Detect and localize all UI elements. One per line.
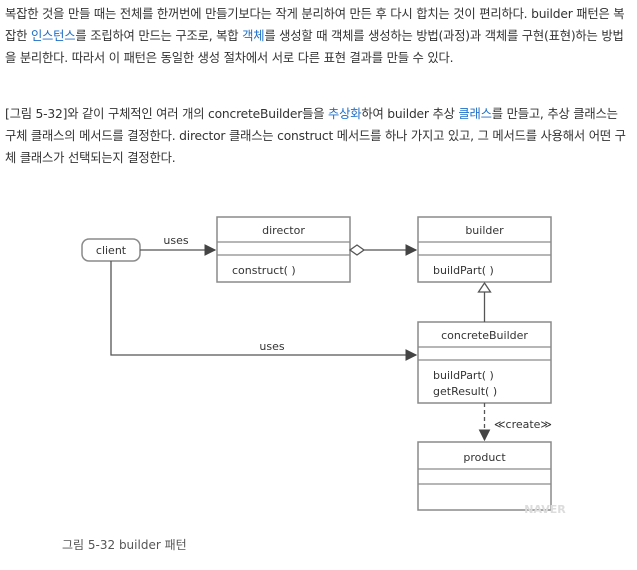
- naver-watermark: NAVER: [524, 503, 566, 516]
- builder-pattern-diagram: client director construct( ) builder bui…: [81, 216, 566, 516]
- concrete-builder-method-1: buildPart( ): [433, 369, 494, 382]
- concrete-builder-name: concreteBuilder: [441, 329, 528, 342]
- uses-label-bottom: uses: [259, 340, 284, 353]
- inheritance-triangle: [477, 281, 492, 293]
- aggregation-diamond: [348, 244, 366, 256]
- text-segment: 를 만들고, 추상 클래스는 구체 클래스의 메서드를 결정한다. direct…: [5, 107, 626, 165]
- text-segment: 를 조립하여 만드는 구조로, 복합: [75, 29, 243, 43]
- builder-method: buildPart( ): [433, 264, 494, 277]
- concrete-builder-class: concreteBuilder buildPart( ) getResult( …: [417, 321, 552, 404]
- term-link[interactable]: 클래스: [458, 107, 492, 121]
- create-label: ≪create≫: [494, 418, 552, 431]
- director-class: director construct( ): [216, 216, 351, 283]
- uses-arrow-concrete-builder: [110, 261, 418, 361]
- text-segment: 를 생성할 때 객체를 생성하는 방법(과정)과 객체를 구현(표현)하는 방법…: [5, 29, 624, 65]
- builder-class: builder buildPart( ): [417, 216, 552, 283]
- term-link[interactable]: 인스턴스: [30, 29, 76, 43]
- paragraph-description: [그림 5-32]와 같이 구체적인 여러 개의 concreteBuilder…: [5, 103, 632, 169]
- client-label: client: [96, 244, 127, 257]
- text-segment: 복잡한 것을 만들 때는 전체를 한꺼번에 만들기보다는 작게 분리하여 만든 …: [5, 7, 625, 43]
- uses-label-top: uses: [163, 234, 188, 247]
- builder-name: builder: [465, 224, 504, 237]
- product-name: product: [463, 451, 506, 464]
- director-method: construct( ): [232, 264, 296, 277]
- director-name: director: [262, 224, 305, 237]
- figure-caption: 그림 5-32 builder 패턴: [62, 538, 187, 552]
- paragraph-intro: 복잡한 것을 만들 때는 전체를 한꺼번에 만들기보다는 작게 분리하여 만든 …: [5, 3, 632, 69]
- term-link[interactable]: 객체: [242, 29, 265, 43]
- product-class: product: [417, 441, 552, 511]
- text-segment: [그림 5-32]와 같이 구체적인 여러 개의 concreteBuilder…: [5, 107, 329, 121]
- term-link[interactable]: 추상화: [328, 107, 362, 121]
- text-segment: 하여 builder 추상: [361, 107, 459, 121]
- concrete-builder-method-2: getResult( ): [433, 385, 497, 398]
